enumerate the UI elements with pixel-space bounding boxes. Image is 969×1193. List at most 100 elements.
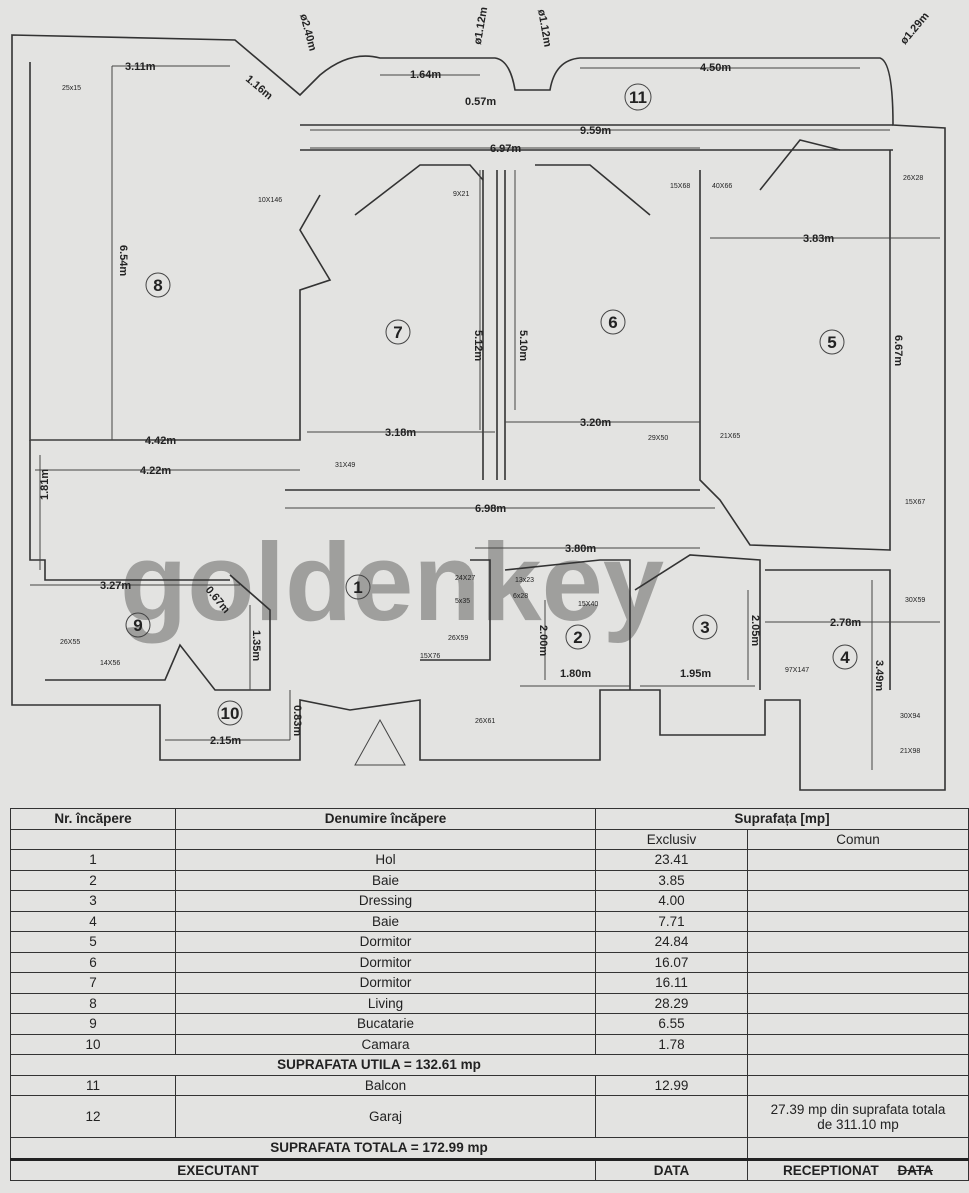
svg-text:14X56: 14X56 <box>100 660 120 667</box>
svg-text:3.80m: 3.80m <box>565 543 596 555</box>
header-exclusiv: Exclusiv <box>595 828 748 850</box>
svg-text:30X94: 30X94 <box>900 713 920 720</box>
svg-text:0.57m: 0.57m <box>465 96 496 108</box>
room-number: 9 <box>125 612 151 638</box>
room-number: 2 <box>565 624 591 650</box>
svg-text:4: 4 <box>840 648 850 667</box>
watermark: goldenkey <box>120 521 664 644</box>
header-name: Denumire încăpere <box>175 808 596 830</box>
svg-text:0.83m: 0.83m <box>291 705 303 736</box>
cell-name: Baie <box>175 910 596 932</box>
svg-text:24X27: 24X27 <box>455 575 475 582</box>
svg-text:9.59m: 9.59m <box>580 125 611 137</box>
cell-nr: 9 <box>10 1013 176 1035</box>
svg-text:5.10m: 5.10m <box>517 330 529 361</box>
svg-text:1.35m: 1.35m <box>250 630 262 661</box>
svg-text:4.42m: 4.42m <box>145 435 176 447</box>
svg-text:21X98: 21X98 <box>900 748 920 755</box>
cell-name: Living <box>175 992 596 1014</box>
cell-name: Hol <box>175 849 596 871</box>
cell-excl: 6.55 <box>595 1013 748 1035</box>
cell-name: Dormitor <box>175 951 596 973</box>
cell-nr: 6 <box>10 951 176 973</box>
svg-text:6.97m: 6.97m <box>490 143 521 155</box>
svg-text:15X40: 15X40 <box>578 601 598 608</box>
svg-text:ø1.29m: ø1.29m <box>898 10 932 47</box>
svg-text:9X21: 9X21 <box>453 191 469 198</box>
cell-nr: 2 <box>10 869 176 891</box>
cell-excl: 16.11 <box>595 972 748 994</box>
cell-nr: 3 <box>10 890 176 912</box>
svg-text:ø1.12m: ø1.12m <box>535 8 553 48</box>
svg-text:3: 3 <box>700 618 709 637</box>
footer-executant: EXECUTANT <box>10 1158 596 1181</box>
footer-data: DATA <box>595 1158 748 1181</box>
svg-text:15X68: 15X68 <box>670 183 690 190</box>
cell-name: Baie <box>175 869 596 891</box>
svg-text:7: 7 <box>393 323 402 342</box>
svg-text:6.98m: 6.98m <box>475 503 506 515</box>
svg-text:6.54m: 6.54m <box>117 245 129 276</box>
suprafata-utila: SUPRAFATA UTILA = 132.61 mp <box>10 1054 748 1076</box>
cell-nr: 8 <box>10 992 176 1014</box>
cell-nr: 1 <box>10 849 176 871</box>
svg-text:3.27m: 3.27m <box>100 580 131 592</box>
svg-text:3.83m: 3.83m <box>803 233 834 245</box>
walls <box>11 34 946 791</box>
cell-excl: 16.07 <box>595 951 748 973</box>
svg-text:6x28: 6x28 <box>513 593 528 600</box>
svg-text:26X61: 26X61 <box>475 718 495 725</box>
svg-text:4.50m: 4.50m <box>700 62 731 74</box>
svg-text:3.20m: 3.20m <box>580 417 611 429</box>
dimensions: 3.11m 1.16m ø2.40m 1.64m ø1.12m ø1.12m 0… <box>30 6 940 770</box>
svg-text:15X67: 15X67 <box>905 499 925 506</box>
cell-excl: 28.29 <box>595 992 748 1014</box>
svg-text:29X50: 29X50 <box>648 435 668 442</box>
cell-name: Dormitor <box>175 931 596 953</box>
svg-text:10: 10 <box>221 704 240 723</box>
cell-nr: 5 <box>10 931 176 953</box>
floor-plan: goldenkey 1 2 3 4 5 6 7 8 9 10 11 3.11m … <box>11 6 946 791</box>
footer-receptionat: RECEPTIONAT DATA <box>747 1158 969 1181</box>
svg-text:3.18m: 3.18m <box>385 427 416 439</box>
room-number: 1 <box>345 574 371 600</box>
room-number: 5 <box>819 329 845 355</box>
svg-text:3.49m: 3.49m <box>873 660 885 691</box>
area-table: Nr. încăpere Denumire încăpere Suprafața… <box>10 808 969 1181</box>
svg-text:ø1.12m: ø1.12m <box>472 6 490 46</box>
cell-excl: 23.41 <box>595 849 748 871</box>
svg-text:2.15m: 2.15m <box>210 735 241 747</box>
svg-text:4.22m: 4.22m <box>140 465 171 477</box>
room-numbers: 1 2 3 4 5 6 7 8 9 10 11 <box>125 83 858 726</box>
svg-text:3.11m: 3.11m <box>125 61 156 73</box>
svg-text:26X55: 26X55 <box>60 639 80 646</box>
cell-nr: 4 <box>10 910 176 932</box>
svg-text:6: 6 <box>608 313 617 332</box>
svg-text:2.05m: 2.05m <box>749 615 761 646</box>
room-number: 8 <box>145 272 171 298</box>
room-number: 6 <box>600 309 626 335</box>
svg-text:1.64m: 1.64m <box>410 69 441 81</box>
svg-text:40X66: 40X66 <box>712 183 732 190</box>
room-number: 11 <box>624 83 652 111</box>
svg-text:10X146: 10X146 <box>258 197 282 204</box>
room-number: 4 <box>832 644 858 670</box>
svg-text:1.95m: 1.95m <box>680 668 711 680</box>
window-labels: 25x15 10X146 9X21 15X68 40X66 26X28 29X5… <box>60 85 925 755</box>
svg-text:5: 5 <box>827 333 836 352</box>
svg-text:5x35: 5x35 <box>455 598 470 605</box>
svg-text:26X28: 26X28 <box>903 175 923 182</box>
svg-text:ø2.40m: ø2.40m <box>297 13 318 53</box>
cell-excl: 4.00 <box>595 890 748 912</box>
svg-text:2.00m: 2.00m <box>537 625 549 656</box>
svg-text:9: 9 <box>133 616 142 635</box>
header-nr: Nr. încăpere <box>10 808 176 830</box>
svg-text:2: 2 <box>573 628 582 647</box>
